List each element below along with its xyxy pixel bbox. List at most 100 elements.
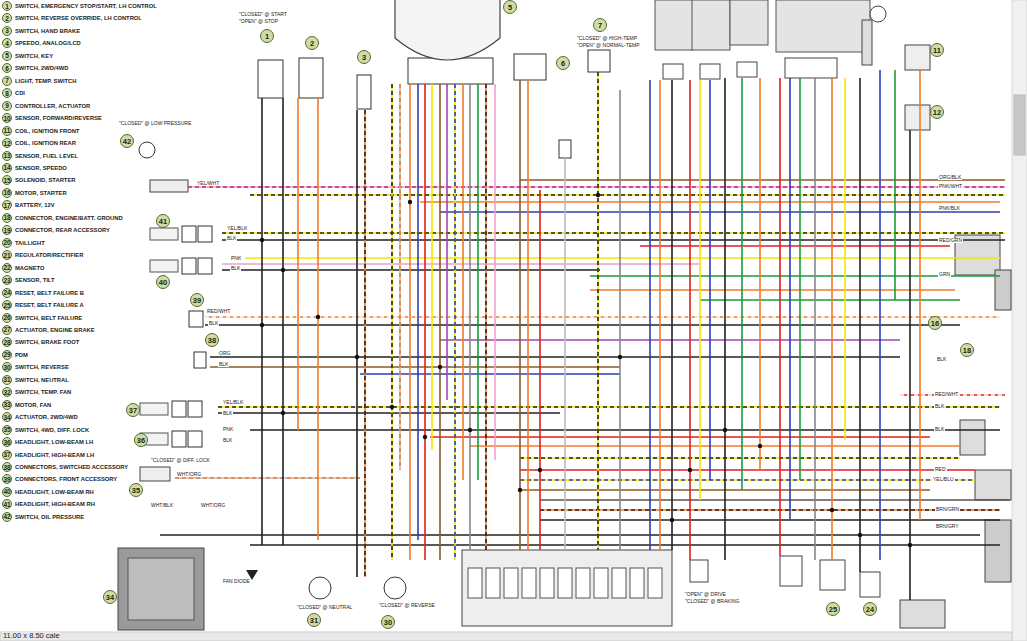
part-name: SENSOR, TILT	[15, 277, 55, 283]
plug	[194, 352, 206, 368]
coil-connector	[905, 45, 930, 70]
wire	[689, 80, 691, 560]
plug	[182, 226, 196, 242]
callout-number: 40	[159, 278, 167, 287]
wire	[894, 70, 896, 300]
part-name: SPEEDO, ANALOG/LCD	[15, 40, 81, 46]
switch-block	[258, 60, 283, 98]
callout-number: 2	[2, 13, 12, 23]
callout-circle: 37	[126, 403, 140, 417]
legend-row: 22MAGNETO	[2, 263, 45, 273]
wire-label: YEL/BLK	[222, 400, 244, 405]
wire	[188, 186, 1005, 188]
wire	[590, 289, 955, 291]
neutral-switch	[309, 577, 331, 599]
wire	[619, 90, 621, 550]
callout-number: 27	[2, 325, 12, 335]
legend-row: 7LIGHT, TEMP. SWITCH	[2, 76, 76, 86]
wire	[210, 356, 900, 358]
callout-circle: 1	[260, 29, 274, 43]
wire	[831, 78, 833, 560]
wire-stripe	[520, 457, 960, 459]
callout-number: 36	[137, 436, 145, 445]
brake-switch	[690, 560, 708, 582]
callout-number: 14	[2, 163, 12, 173]
wire	[741, 78, 743, 490]
legend-row: 1SWITCH, EMERGENCY STOP/START, LH CONTRO…	[2, 1, 157, 11]
wire	[446, 84, 448, 400]
part-name: COIL, IGNITION FRONT	[15, 128, 79, 134]
headlight-bulb	[150, 260, 178, 272]
part-name: REGULATOR/RECTIFIER	[15, 252, 83, 258]
wire	[360, 373, 620, 375]
connector-block	[730, 0, 768, 45]
plug	[198, 226, 212, 242]
wire-label: FAN DIODE	[222, 579, 251, 584]
status-bar	[0, 632, 1012, 641]
wire	[462, 84, 464, 480]
relay	[648, 568, 662, 598]
callout-number: 11	[2, 126, 12, 136]
wire	[539, 190, 541, 550]
wire	[175, 477, 360, 479]
wire-label: "OPEN" @ STOP	[238, 19, 279, 24]
wire	[789, 78, 791, 520]
part-name: CONNECTOR, REAR ACCESSORY	[15, 227, 110, 233]
legend-row: 8CDI	[2, 88, 25, 98]
callout-number: 18	[2, 213, 12, 223]
callout-number: 30	[384, 618, 392, 627]
callout-number: 22	[2, 263, 12, 273]
junction-dot	[408, 200, 412, 204]
wire-label: BRN/GRY	[935, 524, 960, 529]
reset-switch	[860, 572, 880, 597]
callout-number: 6	[2, 63, 12, 73]
legend-row: 18CONNECTOR, ENGINE/BATT. GROUND	[2, 213, 123, 223]
legend-row: 32SWITCH, TEMP. FAN	[2, 387, 71, 397]
wire-label: WHT/ORG	[176, 472, 202, 477]
wire-stripe	[454, 84, 456, 560]
tilt-sensor	[900, 600, 945, 628]
callout-circle: 30	[381, 615, 395, 629]
callout-circle: 5	[503, 0, 517, 14]
callout-number: 1	[2, 1, 12, 11]
wire	[919, 70, 921, 520]
wire-label: "OPEN" @ NORMAL-TEMP	[576, 43, 641, 48]
part-name: SWITCH, EMERGENCY STOP/START, LH CONTROL	[15, 3, 157, 9]
wire	[222, 269, 600, 271]
wire	[477, 84, 479, 480]
legend-row: 24RESET, BELT FAILURE B	[2, 288, 84, 298]
wire-label: "CLOSED" @ BRAKING	[684, 599, 740, 604]
plug	[785, 58, 837, 78]
junction-dot	[468, 428, 472, 432]
part-name: RESET, BELT FAILURE B	[15, 290, 84, 296]
wire-label: ORG/BLK	[938, 175, 962, 180]
junction-dot	[260, 238, 264, 242]
callout-number: 3	[2, 26, 12, 36]
legend-row: 34ACTUATOR, 2WD/4WD	[2, 412, 78, 422]
legend-row: 35SWITCH, 4WD, DIFF. LOCK	[2, 425, 89, 435]
wire-label: RED/WHT	[206, 309, 231, 314]
reverse-switch	[384, 577, 406, 599]
wire	[250, 544, 1000, 546]
part-name: SWITCH, TEMP. FAN	[15, 389, 71, 395]
legend-row: 10SENSOR, FORWARD/REVERSE	[2, 113, 102, 123]
part-name: CDI	[15, 90, 25, 96]
wire	[659, 80, 661, 550]
relay	[630, 568, 644, 598]
part-name: SWITCH, OIL PRESSURE	[15, 514, 84, 520]
oil-sensor	[150, 180, 188, 192]
callout-circle: 40	[156, 275, 170, 289]
wire	[759, 78, 761, 470]
plug	[700, 64, 720, 79]
callout-number: 42	[123, 137, 131, 146]
callout-number: 3	[362, 53, 366, 62]
wire	[222, 232, 1005, 234]
wire	[540, 519, 1000, 521]
callout-circle: 39	[190, 293, 204, 307]
wire-label: BLK	[208, 321, 219, 326]
wire-stripe	[188, 186, 1005, 188]
junction-dot	[316, 315, 320, 319]
callout-circle: 38	[205, 333, 219, 347]
wire-label: "OPEN" @ DRIVE	[684, 592, 727, 597]
plug	[198, 258, 212, 274]
